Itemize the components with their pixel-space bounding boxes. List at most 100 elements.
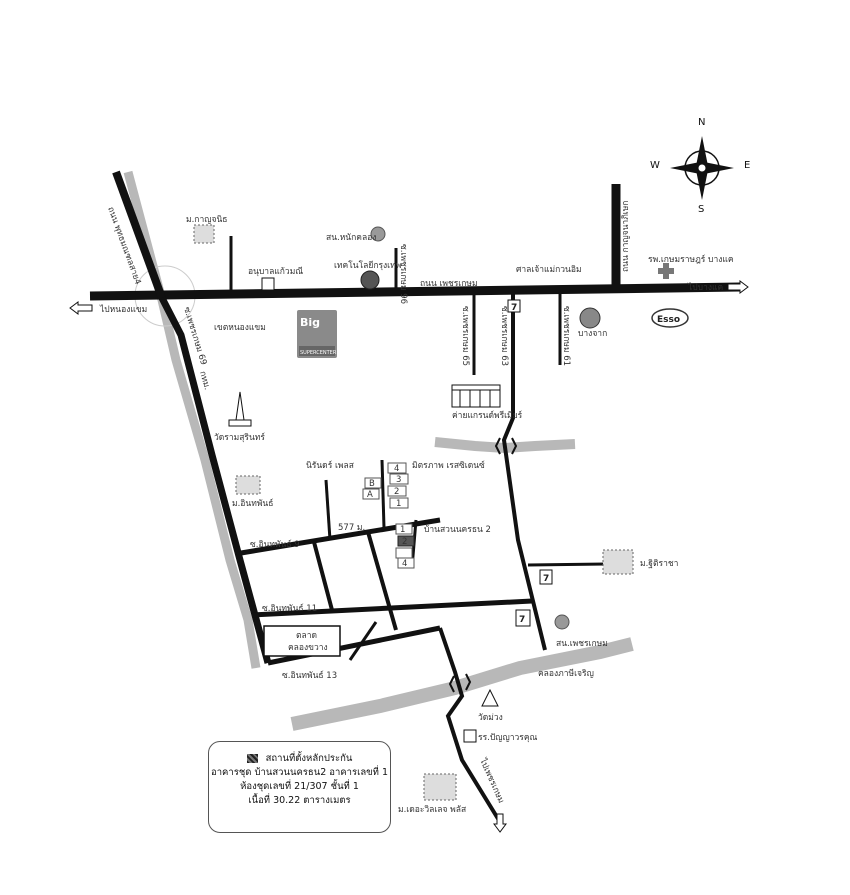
m-kanchanit-icon (193, 224, 215, 244)
canal-lower (290, 637, 634, 731)
label-bigc-top: Big (300, 316, 320, 329)
label-to-bangkhae: ไปบางแค (687, 282, 723, 293)
condo-blocks (362, 462, 415, 569)
label-block-1b: 1 (400, 525, 405, 535)
label-to-nongkhaem: ไปหนองแขม (99, 304, 147, 315)
label-hospital: รพ.เกษมราษฎร์ บางแค (648, 254, 734, 265)
legend-line1: อาคารชุด บ้านสวนนครธน2 อาคารเลขที่ 1 (211, 767, 388, 778)
compass-icon (670, 136, 734, 200)
label-nakhon-sinth: นิรันดร์ เพลส (306, 460, 355, 471)
label-block-4b: 4 (402, 559, 407, 569)
compass-n: N (698, 117, 705, 128)
seven-eleven-icon-2 (539, 569, 553, 585)
m-intaphan-icon (235, 475, 261, 495)
label-petchkasem: ถนน เพชรเกษม (420, 279, 478, 289)
label-wat-suriya: วัดรามสุรินทร์ (214, 432, 265, 443)
m-thitirat-icon (602, 549, 634, 575)
label-canal-lower: คลองภาษีเจริญ (538, 668, 594, 679)
kasetsart-building-icon (451, 384, 501, 408)
legend-box: สถานที่ตั้งหลักประกัน อาคารชุด บ้านสวนนค… (208, 741, 391, 833)
compass-e: E (744, 160, 750, 171)
road-soi69 (158, 296, 272, 664)
label-m-kanchanit: ม.กาญจนิธ (186, 215, 227, 225)
label-block-1a: 1 (396, 499, 401, 509)
bridge-upper (494, 437, 518, 455)
label-m-intaphan: ม.อินทพันธ์ (232, 498, 273, 509)
label-city: กทม. (197, 370, 212, 391)
bridge-lower (448, 673, 472, 693)
road-grid-d (380, 459, 386, 529)
wat-muang-icon (481, 688, 499, 707)
school-bottom-icon (463, 729, 477, 743)
road-grid-b (366, 531, 398, 631)
label-market-2: คลองขวาง (288, 643, 328, 653)
road-petchkasem (89, 282, 741, 301)
bigc-logo (297, 310, 337, 358)
road-phutthamonthon (112, 170, 166, 300)
label-block-2b: 2 (402, 537, 407, 547)
label-block-b: B (369, 479, 375, 489)
compass-s: S (698, 204, 704, 215)
label-esso: Esso (657, 315, 680, 325)
label-soi96: ซ.เพชรเกษม 96 (398, 244, 408, 304)
road-soi63 (501, 291, 547, 651)
tech-college-icon (360, 270, 380, 290)
road-intaphan13 (267, 625, 441, 666)
legend-line3: เนื้อที่ 30.22 ตารางเมตร (248, 795, 351, 806)
label-tech-college: เทคโนโลยีกรุงเทพ (334, 260, 401, 271)
arrow-down-icon (493, 813, 507, 833)
arrow-left-icon (69, 301, 93, 315)
label-to-petchkasem: ไปเพชรเกษม (477, 756, 507, 805)
label-wat-muang: วัดม่วง (478, 713, 503, 723)
road-intaphan11 (251, 598, 533, 618)
label-intaphan13: ซ.อินทพันธ์ 13 (282, 670, 337, 681)
legend-line2: ห้องชุดเลขที่ 21/307 ชั้นที่ 1 (240, 781, 359, 792)
label-mitr-villa: มิตรภาพ เรสซิเดนซ์ (412, 460, 485, 471)
label-block-a: A (367, 490, 373, 500)
label-bigc-bottom: SUPERCENTER (300, 350, 337, 356)
collateral-marker-icon (246, 754, 258, 763)
label-m-village-plus: ม.เดอะวิลเลจ พลัส (398, 805, 467, 815)
label-block-2a: 2 (394, 487, 399, 497)
ptt-logo (579, 307, 601, 329)
label-kanchanapisek: ถนน กาญจนาภิเษก (621, 201, 631, 272)
label-kasetsart: ค่ายแกรนด์พรีเมียร์ (452, 410, 523, 421)
market-box (263, 625, 341, 657)
label-seven-2: 7 (543, 574, 549, 584)
label-sah-pakklong: สน.หนักคลอง (326, 233, 376, 243)
label-soi65: ซ.เพชรเกษม 65 (460, 306, 470, 366)
label-577: 577 ม. (338, 523, 365, 533)
label-soi61: ซ.เพชรเกษม 61 (561, 306, 571, 366)
label-seven-3: 7 (519, 615, 525, 625)
label-soi63: ซ.เพชรเกษม 63 (499, 306, 509, 366)
compass-w: W (650, 160, 660, 171)
esso-logo (651, 308, 689, 328)
road-east-spur (527, 562, 607, 567)
gas-station-icon (370, 226, 386, 242)
label-bus-stop: ศาลเจ้าแม่กวนอิม (516, 264, 582, 275)
seven-eleven-icon (507, 299, 521, 313)
label-nongkhaem-district: เขตหนองแขม (214, 323, 266, 333)
label-block-3: 3 (396, 475, 401, 485)
school-left-icon (261, 277, 275, 291)
arrow-right-icon (727, 280, 749, 294)
legend-title: สถานที่ตั้งหลักประกัน (265, 753, 353, 764)
label-intaphan9: ซ.อินทพันธ์ 9 (250, 539, 300, 550)
label-block-4a: 4 (394, 464, 399, 474)
hospital-cross-icon (658, 263, 674, 279)
label-sn-petchkasem: สน.เพชรเกษม (556, 639, 608, 649)
road-grid-f (348, 621, 378, 661)
police-station-icon (554, 614, 570, 630)
road-south (438, 627, 502, 824)
temple-icon (228, 391, 252, 427)
seven-eleven-icon-3 (515, 609, 531, 627)
road-grid-c (324, 479, 332, 541)
label-school-bottom: รร.ปัญญาวรคุณ (478, 733, 538, 743)
label-baan-suan: บ้านสวนนครธน 2 (424, 524, 491, 535)
label-seven-1: 7 (511, 303, 517, 313)
label-m-thitirat: ม.ฐิติราชา (640, 559, 678, 569)
label-market-1: ตลาด (296, 631, 317, 641)
label-intaphan11: ซ.อินทพันธ์ 11 (262, 603, 317, 614)
label-ptt: บางจาก (578, 329, 607, 339)
